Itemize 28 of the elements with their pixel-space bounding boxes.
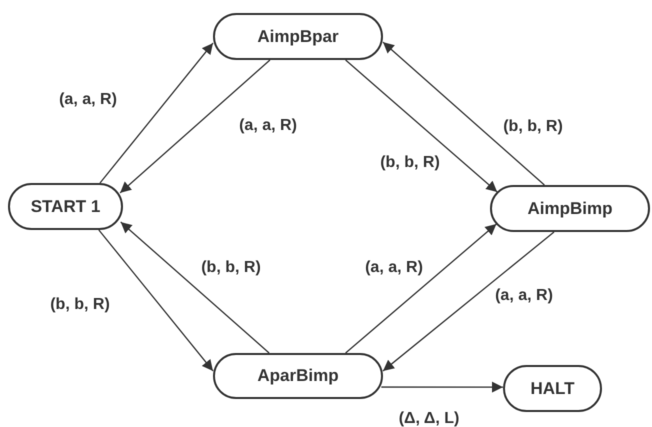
edge-label: (b, b, R) xyxy=(503,118,563,136)
arrow xyxy=(98,230,214,372)
edge-label: (a, a, R) xyxy=(239,117,297,135)
edge-label: (a, a, R) xyxy=(59,91,117,109)
arrow xyxy=(382,232,554,372)
state-box xyxy=(490,185,650,232)
state-name: AimpBpar xyxy=(257,26,339,46)
edge-label: (b, b, R) xyxy=(50,296,110,314)
arrow xyxy=(120,60,270,194)
state-box xyxy=(503,365,602,412)
state-name: HALT xyxy=(530,378,575,398)
edge-label: (b, b, R) xyxy=(380,154,440,172)
arrow xyxy=(345,60,498,193)
state-box xyxy=(8,183,123,230)
arrow xyxy=(345,224,497,354)
edge-label: (a, a, R) xyxy=(365,259,423,277)
state-name: AparBimp xyxy=(257,366,339,386)
state-box xyxy=(213,13,383,60)
edge-label: (Δ, Δ, L) xyxy=(398,410,460,427)
state-name: AimpBimp xyxy=(528,198,612,218)
arrow xyxy=(381,382,503,393)
arrow xyxy=(100,42,214,184)
edge-label: (a, a, R) xyxy=(495,287,553,305)
edge-label: (b, b, R) xyxy=(201,259,261,277)
arrow xyxy=(382,42,545,186)
arrow xyxy=(120,222,270,354)
state-name: START 1 xyxy=(30,196,100,216)
state-box xyxy=(213,353,383,399)
